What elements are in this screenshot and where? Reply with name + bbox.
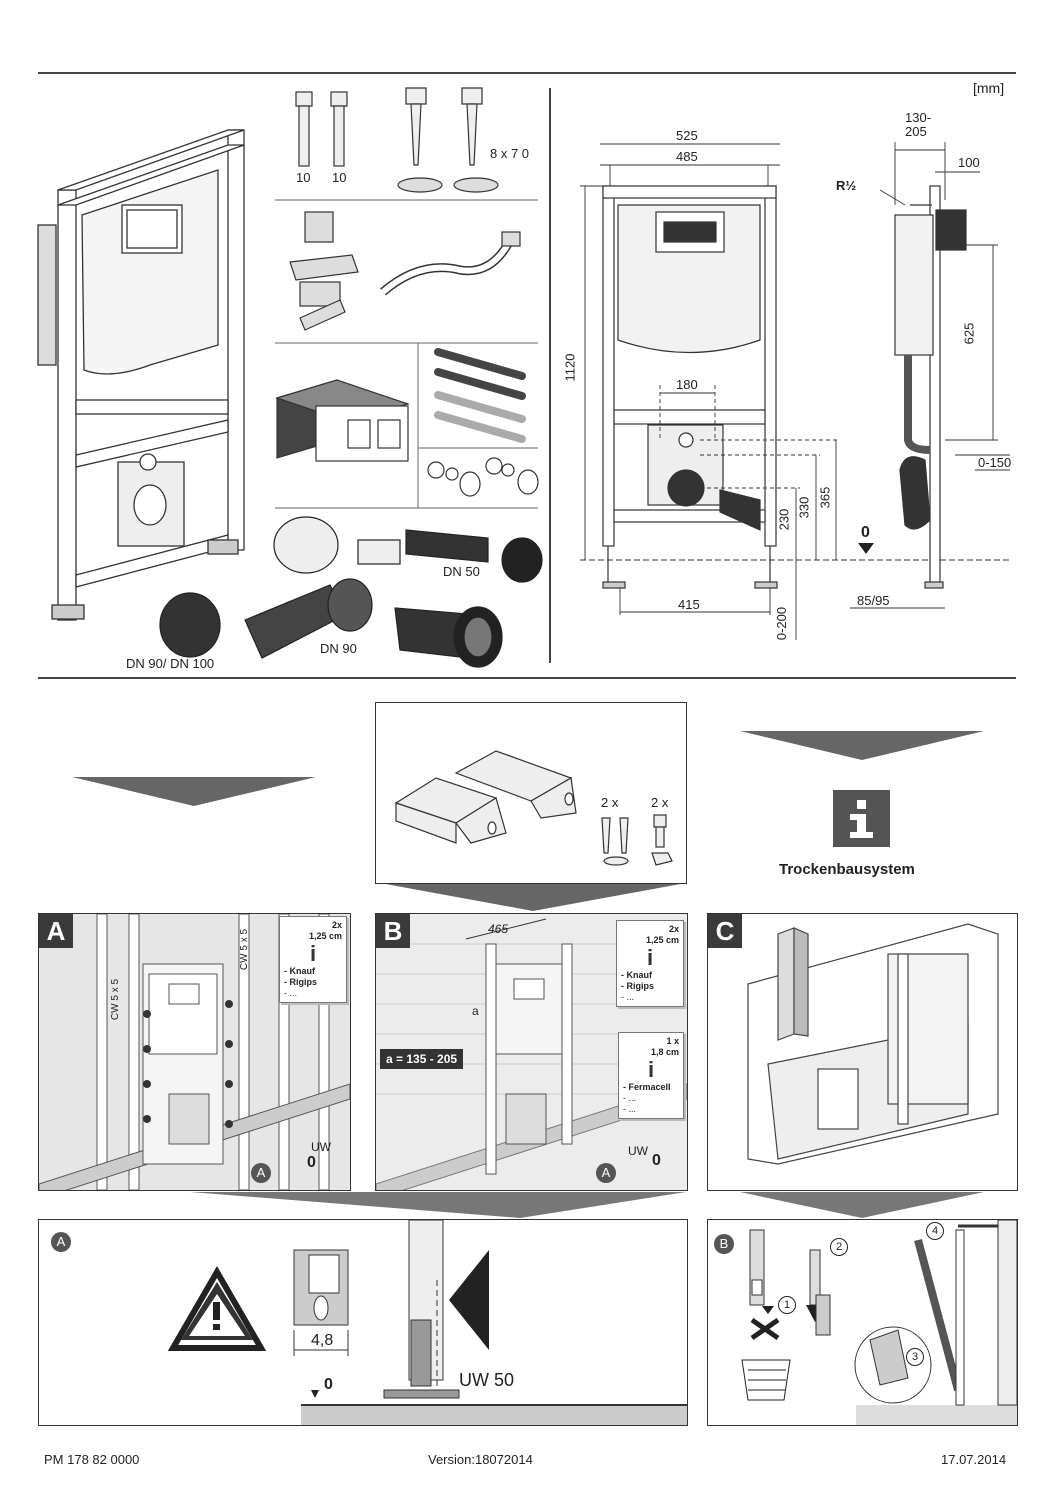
- unit-label: [mm]: [973, 80, 1005, 96]
- dim-85-95: 85/95: [857, 593, 890, 608]
- dim-180: 180: [676, 377, 698, 392]
- dim-100: 100: [958, 155, 980, 170]
- note-size: 1,25 cm: [308, 931, 342, 941]
- detail-b: B 1 2 3 4: [707, 1219, 1018, 1426]
- detail-a: A 4,8 0 UW 50: [38, 1219, 688, 1426]
- footer-code: PM 178 82 0000: [44, 1452, 140, 1467]
- a-variable: a: [472, 1004, 479, 1018]
- panel-c: C: [707, 913, 1018, 1191]
- panel-b: B 465 a a = 135 - 205 UW 0 A 2x 1,25 cm …: [375, 913, 688, 1191]
- note-info-icon: i: [309, 941, 317, 966]
- bolt-size-b: 10: [332, 170, 347, 185]
- footer-date: 17.07.2014: [941, 1452, 1007, 1467]
- note-size: 1,8 cm: [650, 1047, 679, 1057]
- top-rule: [38, 72, 1016, 74]
- info-icon: [833, 790, 890, 847]
- bolt-size-a: 10: [296, 170, 311, 185]
- dim-525: 525: [676, 128, 698, 143]
- arrows-layer: [72, 731, 984, 911]
- screw-size: 8 x 7 0: [490, 146, 530, 161]
- uw50-label: UW 50: [459, 1370, 515, 1390]
- a-range-badge: a = 135 - 205: [380, 1049, 464, 1069]
- thread-label: R½: [836, 178, 857, 193]
- bracket-box: 2 x 2 x: [375, 702, 687, 884]
- zero-level: 0: [861, 524, 870, 541]
- marker-a: A: [251, 1163, 271, 1183]
- dim-485: 485: [676, 149, 698, 164]
- dn90-label: DN 90: [320, 641, 357, 656]
- material-note: 2x 1,25 cm i - Knauf - Rigips - ...: [616, 920, 684, 1007]
- section-rule: [38, 677, 1016, 679]
- bracket-qty-1: 2 x: [601, 795, 619, 810]
- detail-b-marker: B: [714, 1234, 734, 1254]
- note-item: - Rigips: [621, 981, 654, 991]
- note-qty: 2x: [331, 920, 342, 930]
- note-qty: 2x: [668, 924, 679, 934]
- step-3: 3: [906, 1348, 924, 1366]
- zero-label: 0: [307, 1154, 316, 1171]
- panel-a-tag: A: [39, 914, 73, 948]
- frame-illustration: [37, 87, 1010, 668]
- dim-4-8: 4,8: [311, 1332, 334, 1349]
- note-item: - Rigips: [284, 977, 317, 987]
- dim-130-205: 130- 205: [905, 110, 932, 139]
- dim-415: 415: [678, 597, 700, 612]
- note-qty: 1 x: [666, 1036, 679, 1046]
- note-item: - Fermacell: [623, 1082, 671, 1092]
- material-note: 2x 1,25 cm i - Knauf - Rigips - ...: [279, 916, 347, 1003]
- detail-a-marker: A: [51, 1232, 71, 1252]
- uw-label: UW: [311, 1140, 331, 1154]
- zero-label: 0: [652, 1152, 661, 1169]
- panel-b-tag: B: [376, 914, 410, 948]
- zero-label: 0: [324, 1376, 333, 1393]
- dn50-label: DN 50: [443, 564, 480, 579]
- note-item: - ...: [621, 992, 634, 1002]
- marker-a: A: [596, 1163, 616, 1183]
- bracket-qty-2: 2 x: [651, 795, 669, 810]
- note-info-icon: i: [647, 1057, 655, 1082]
- dim-0-150: 0-150: [978, 455, 1012, 470]
- panel-c-tag: C: [708, 914, 742, 948]
- dn90-100-label: DN 90/ DN 100: [126, 656, 215, 671]
- material-note: 1 x 1,8 cm i - Fermacell - ... - ...: [618, 1032, 684, 1119]
- note-item: - Knauf: [621, 970, 652, 980]
- step-4: 4: [926, 1222, 944, 1240]
- note-size: 1,25 cm: [645, 935, 679, 945]
- panel-a: A CW 5 x 5 CW 5 x 5 UW 0 A 2x 1,25 cm i …: [38, 913, 351, 1191]
- width-465: 465: [488, 922, 509, 936]
- note-item: - Knauf: [284, 966, 315, 976]
- step-2: 2: [830, 1238, 848, 1256]
- uw-label: UW: [628, 1144, 648, 1158]
- note-item: - ...: [623, 1104, 636, 1114]
- step-1: 1: [778, 1296, 796, 1314]
- note-item: - ...: [284, 988, 297, 998]
- note-info-icon: i: [646, 945, 654, 970]
- funnel-layer: [190, 1192, 984, 1218]
- note-item: - ...: [623, 1093, 636, 1103]
- vertical-divider: [549, 88, 551, 663]
- footer-version: Version:18072014: [428, 1452, 533, 1467]
- info-label: Trockenbausystem: [779, 861, 915, 878]
